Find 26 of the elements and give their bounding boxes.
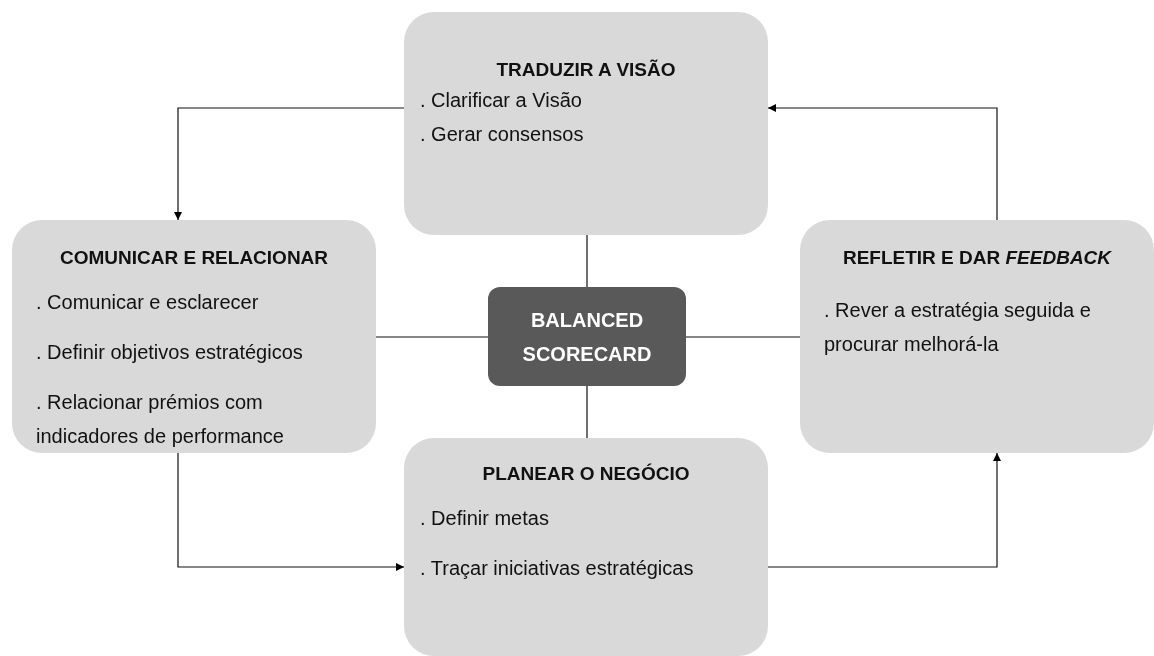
bullet-item: . Relacionar prémios com indicadores de performance <box>36 390 285 449</box>
box-title: REFLETIR E DAR FEEDBACK <box>841 246 1113 270</box>
box-title: TRADUZIR A VISÃO <box>495 58 677 82</box>
arrow <box>174 107 405 221</box>
connector-line <box>586 385 588 439</box>
process-box <box>800 220 1154 453</box>
box-title: PLANEAR O NEGÓCIO <box>481 462 691 486</box>
bullet-item: . Comunicar e esclarecer <box>36 290 259 315</box>
center-box <box>488 287 686 386</box>
bullet-item: . Traçar iniciativas estratégicas <box>420 556 694 581</box>
process-box <box>404 438 768 656</box>
center-label: BALANCED SCORECARD <box>521 307 653 367</box>
process-box <box>404 12 768 235</box>
bullet-item: . Definir metas <box>420 506 549 531</box>
bullet-item: . Rever a estratégia seguida e procurar melhorá-la <box>824 298 1092 357</box>
bullet-item: . Clarificar a Visão <box>420 88 582 113</box>
bullet-item: . Gerar consensos <box>420 122 584 147</box>
process-box <box>12 220 376 453</box>
bullet-item: . Definir objetivos estratégicos <box>36 340 303 365</box>
connector-line <box>586 234 588 288</box>
connector-line <box>685 336 801 338</box>
connector-line <box>375 336 489 338</box>
arrow <box>767 104 998 221</box>
box-title: COMUNICAR E RELACIONAR <box>58 246 330 270</box>
arrow <box>767 452 1001 568</box>
arrow <box>177 452 405 571</box>
